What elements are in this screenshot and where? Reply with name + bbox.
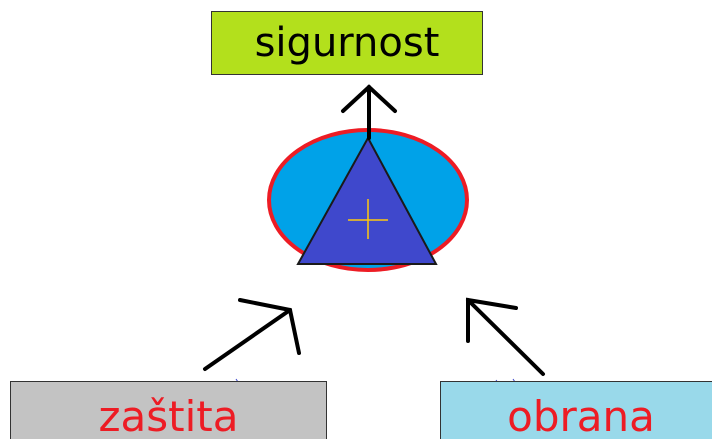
node-sigurnost-label: sigurnost [254,20,440,66]
node-obrana-label: obrana [507,392,655,439]
arrow-left-to-center [203,298,301,371]
node-zastita: zaštita [10,381,327,439]
arrow-up-to-top [341,84,397,140]
arrow-right-to-center [466,297,545,376]
center-triangle [296,135,438,265]
node-sigurnost: sigurnost [211,11,483,75]
plus-sign [348,199,388,239]
node-obrana: obrana [440,381,712,439]
node-zastita-label: zaštita [98,392,239,439]
